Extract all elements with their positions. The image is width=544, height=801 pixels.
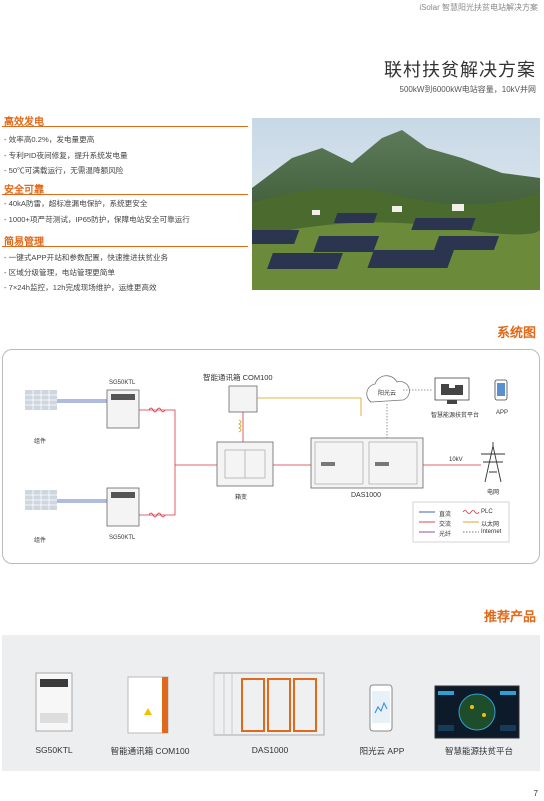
bullet: - 一键式APP开站和参数配置，快速推进扶贫业务 (4, 253, 169, 262)
page-title: 联村扶贫解决方案 (384, 60, 536, 80)
section-title-safety: 安全可靠 (4, 185, 44, 196)
bullet: - 40kA防雷，超标准漏电保护，系统更安全 (4, 199, 148, 208)
app-product-image (368, 683, 394, 738)
product-label-das1000: DAS1000 (251, 745, 289, 755)
section-title-efficiency: 高效发电 (4, 117, 44, 128)
label-module-top: 组件 (34, 439, 47, 445)
solar-farm-photo (252, 118, 540, 290)
legend-fiber: 光纤 (439, 532, 452, 538)
bullet: - 效率高0.2%，发电量更高 (4, 135, 95, 144)
phone-icon (494, 379, 508, 401)
section-title-management: 简易管理 (4, 237, 44, 248)
solar-panel-icon (25, 490, 57, 510)
monitor-icon (434, 377, 470, 404)
das1000-product-image (210, 667, 328, 744)
products-title: 推荐产品 (483, 609, 536, 624)
transformer-icon (216, 441, 274, 487)
bullet: - 1000+项严苛测试，IP65防护，保障电站安全可靠运行 (4, 215, 190, 224)
solar-panel-icon (25, 390, 57, 410)
power-tower-icon (481, 442, 505, 483)
bullet: - 50℃可满载运行，无需温降额风险 (4, 166, 124, 175)
legend-plc: PLC (481, 509, 493, 515)
label-das1000: DAS1000 (351, 492, 381, 499)
bullet: - 区域分级管理，电站管理更简单 (4, 268, 115, 277)
product-label-inverter: SG50KTL (35, 745, 73, 755)
inverter-product-image (30, 669, 78, 740)
header-text: iSolar 智慧阳光扶贫电站解决方案 (419, 3, 538, 12)
communication-box-icon (228, 385, 258, 413)
das1000-icon (310, 437, 424, 489)
product-label-app: 阳光云 APP (359, 746, 405, 756)
section-divider (2, 246, 248, 247)
system-diagram: 组件 组件 SG50KTL SG50KTL 智能通讯箱 COM100 箱变 DA… (2, 349, 540, 564)
system-diagram-title: 系统图 (496, 325, 536, 340)
label-voltage: 10kV (449, 457, 463, 463)
bullet: - 专利PID夜间修复，提升系统发电量 (4, 151, 128, 160)
section-divider (2, 194, 248, 195)
page-number: 7 (533, 789, 538, 798)
label-app: APP (496, 410, 509, 416)
label-transformer: 箱变 (235, 495, 248, 501)
legend-ethernet: 以太网 (481, 522, 500, 528)
label-platform: 智慧能源扶贫平台 (431, 413, 480, 419)
page-subtitle: 500kW到6000kW电站容量，10kV并网 (399, 85, 536, 94)
label-grid: 电网 (487, 490, 500, 496)
label-inverter-top: SG50KTL (109, 380, 136, 386)
inverter-icon (106, 487, 140, 527)
product-label-platform: 智慧能源扶贫平台 (444, 746, 513, 756)
section-divider (2, 126, 248, 127)
label-inverter-bottom: SG50KTL (109, 535, 136, 541)
legend-dc: 直流 (439, 512, 452, 518)
cloud-icon (366, 375, 410, 403)
com100-product-image (124, 675, 172, 740)
label-module-bottom: 组件 (34, 538, 47, 544)
label-com-box: 智能通讯箱 COM100 (203, 373, 273, 382)
product-label-com100: 智能通讯箱 COM100 (110, 746, 190, 756)
platform-product-image (434, 685, 520, 744)
label-cloud: 阳光云 (378, 391, 397, 397)
inverter-icon (106, 389, 140, 429)
bullet: - 7×24h监控，12h完成现场维护，运维更高效 (4, 283, 157, 292)
products-band: SG50KTL 智能通讯箱 COM100 DAS1000 阳光云 APP 智慧能… (2, 635, 540, 771)
legend-ac: 交流 (439, 522, 452, 528)
legend-internet: Internet (481, 529, 502, 535)
